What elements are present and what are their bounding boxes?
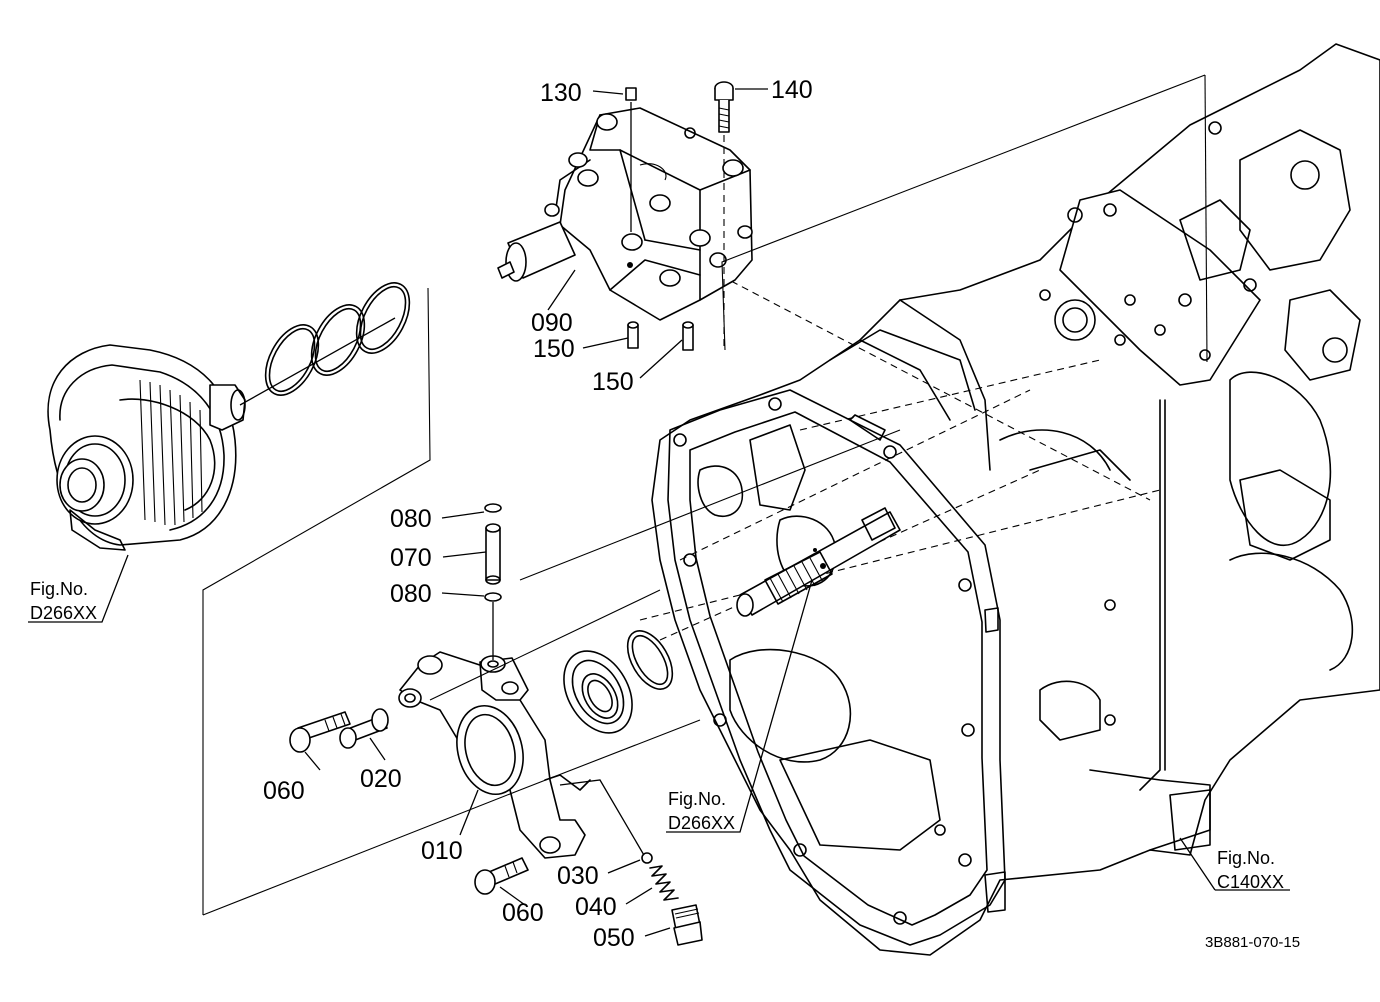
fig-ref-2-code: D266XX <box>668 813 735 833</box>
clutch-pack-assembly <box>47 344 246 551</box>
splined-shaft <box>736 507 901 617</box>
label-080-upper: 080 <box>390 505 432 533</box>
label-040: 040 <box>575 893 617 921</box>
plug-050 <box>671 904 703 946</box>
fig-ref-2-title: Fig.No. <box>668 789 726 809</box>
label-090: 090 <box>531 309 573 337</box>
fig-ref-1-code: D266XX <box>30 603 97 623</box>
label-140: 140 <box>771 76 813 104</box>
label-070: 070 <box>390 544 432 572</box>
spring-040 <box>649 865 679 901</box>
label-020: 020 <box>360 765 402 793</box>
bolt-020 <box>339 708 389 749</box>
label-leaders <box>28 88 1290 937</box>
seal-rings <box>239 282 411 406</box>
plug-130 <box>625 87 637 232</box>
snap-ring <box>626 630 674 690</box>
label-150-right: 150 <box>592 368 634 396</box>
bolt-060-upper <box>289 711 351 753</box>
label-030: 030 <box>557 862 599 890</box>
label-010: 010 <box>421 837 463 865</box>
label-150-left: 150 <box>533 335 575 363</box>
label-130: 130 <box>540 79 582 107</box>
label-080-lower: 080 <box>390 580 432 608</box>
fig-ref-3-code: C140XX <box>1217 872 1284 892</box>
detent-ball-030 <box>641 852 653 864</box>
pins-150 <box>627 321 694 351</box>
bolt-060-lower <box>474 857 529 895</box>
valve-body-assembly <box>497 107 753 321</box>
label-050: 050 <box>593 924 635 952</box>
ball-bearing <box>563 650 633 734</box>
label-060-upper: 060 <box>263 777 305 805</box>
fig-ref-1-title: Fig.No. <box>30 579 88 599</box>
cap-screw-140 <box>714 81 734 350</box>
transmission-case <box>639 43 1380 956</box>
drawing-number: 3B881-070-15 <box>1205 934 1300 951</box>
pipe-070-and-orings-080 <box>484 503 502 660</box>
figure-reference-labels: Fig.No. D266XX Fig.No. D266XX Fig.No. C1… <box>30 579 1284 892</box>
shift-housing-010 <box>398 651 649 863</box>
fig-ref-3-title: Fig.No. <box>1217 848 1275 868</box>
construction-lines <box>202 74 1208 916</box>
part-number-labels: 130 140 090 150 150 080 070 080 060 020 … <box>263 76 813 952</box>
label-060-lower: 060 <box>502 899 544 927</box>
